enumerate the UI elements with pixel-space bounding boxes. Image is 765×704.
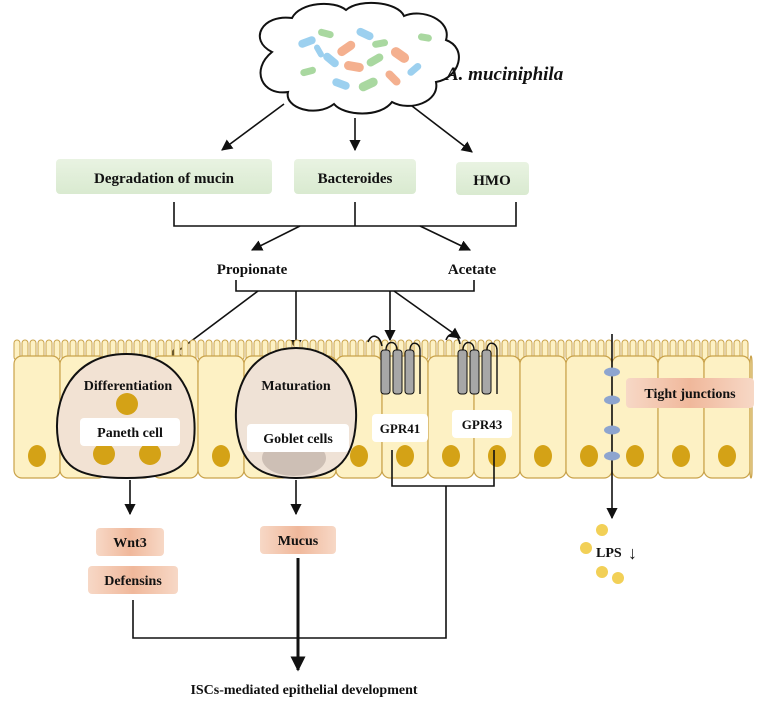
cloud-arrows xyxy=(221,103,473,153)
bacteria-rods xyxy=(298,27,432,92)
goblet-process: Maturation xyxy=(261,379,330,394)
gpr41-receptor: GPR41 xyxy=(367,335,428,442)
mechanism-bracket xyxy=(173,202,517,251)
wnt3-label: Wnt3 xyxy=(113,536,146,551)
paneth-name-box xyxy=(80,418,180,446)
cell-nucleus xyxy=(396,445,414,467)
cell-nucleus xyxy=(350,445,368,467)
gpr41-label-box xyxy=(372,414,428,442)
organism-label: A. muciniphila xyxy=(445,64,564,85)
cell-nucleus xyxy=(580,445,598,467)
lps-particle xyxy=(580,542,592,554)
final-outcome-label: ISCs-mediated epithelial development xyxy=(190,683,417,698)
junction-dot xyxy=(604,425,620,435)
epithelial-cell xyxy=(749,355,753,479)
defensins-label: Defensins xyxy=(104,574,162,589)
lps-label: LPS xyxy=(596,546,622,561)
mucus-box xyxy=(260,526,336,554)
metabolite-acetate: Acetate xyxy=(448,262,497,278)
gpr43-receptor: GPR43 xyxy=(445,333,512,438)
cell-nucleus xyxy=(212,445,230,467)
tight-junctions-box xyxy=(626,378,754,408)
cell-nucleus xyxy=(28,445,46,467)
mechanism-box-bacteroides xyxy=(294,159,416,194)
granule xyxy=(139,443,161,465)
tight-junctions-label: Tight junctions xyxy=(644,387,736,402)
mucus-label: Mucus xyxy=(278,534,319,549)
junction-dot xyxy=(604,367,620,377)
junction-dot xyxy=(604,451,620,461)
cell-nucleus xyxy=(488,445,506,467)
mechanism-boxes: Degradation of mucin Bacteroides HMO xyxy=(56,159,529,195)
cell-nucleus xyxy=(672,445,690,467)
mechanism-box-hmo xyxy=(456,162,529,195)
lps-decrease-arrow: ↓ xyxy=(628,543,637,563)
gpr43-label: GPR43 xyxy=(462,417,503,432)
mechanism-label-mucin: Degradation of mucin xyxy=(94,171,235,187)
cell-nucleus xyxy=(534,445,552,467)
goblet-cell: Goblet cells Maturation xyxy=(234,346,358,480)
paneth-process: Differentiation xyxy=(84,379,173,394)
gpr43-label-box xyxy=(452,410,512,438)
bacteria-cloud xyxy=(259,1,460,115)
tight-junction-group: Tight junctions xyxy=(604,334,754,520)
lps-particle xyxy=(596,524,608,536)
paneth-name: Paneth cell xyxy=(97,426,163,441)
cell-output-arrows xyxy=(124,450,495,516)
lps-particle xyxy=(612,572,624,584)
cell-nucleus xyxy=(718,445,736,467)
mechanism-label-bacteroides: Bacteroides xyxy=(318,171,393,187)
wnt3-box xyxy=(96,528,164,556)
output-boxes: Wnt3 Defensins Mucus xyxy=(88,526,336,594)
granule xyxy=(93,443,115,465)
gpr41-label: GPR41 xyxy=(380,421,420,436)
metabolite-propionate: Propionate xyxy=(217,262,288,278)
lps-group: LPS ↓ xyxy=(580,524,637,584)
paneth-cell: Paneth cell Differentiation xyxy=(56,352,196,480)
convergence-lines xyxy=(132,486,447,672)
goblet-name-box xyxy=(247,424,349,452)
defensins-box xyxy=(88,566,178,594)
cell-nucleus xyxy=(442,445,460,467)
junction-dot xyxy=(604,395,620,405)
granule xyxy=(116,393,138,415)
mechanism-label-hmo: HMO xyxy=(473,173,511,189)
lps-particle xyxy=(596,566,608,578)
cell-nucleus xyxy=(626,445,644,467)
mechanism-box-mucin xyxy=(56,159,272,194)
goblet-name: Goblet cells xyxy=(263,432,333,447)
